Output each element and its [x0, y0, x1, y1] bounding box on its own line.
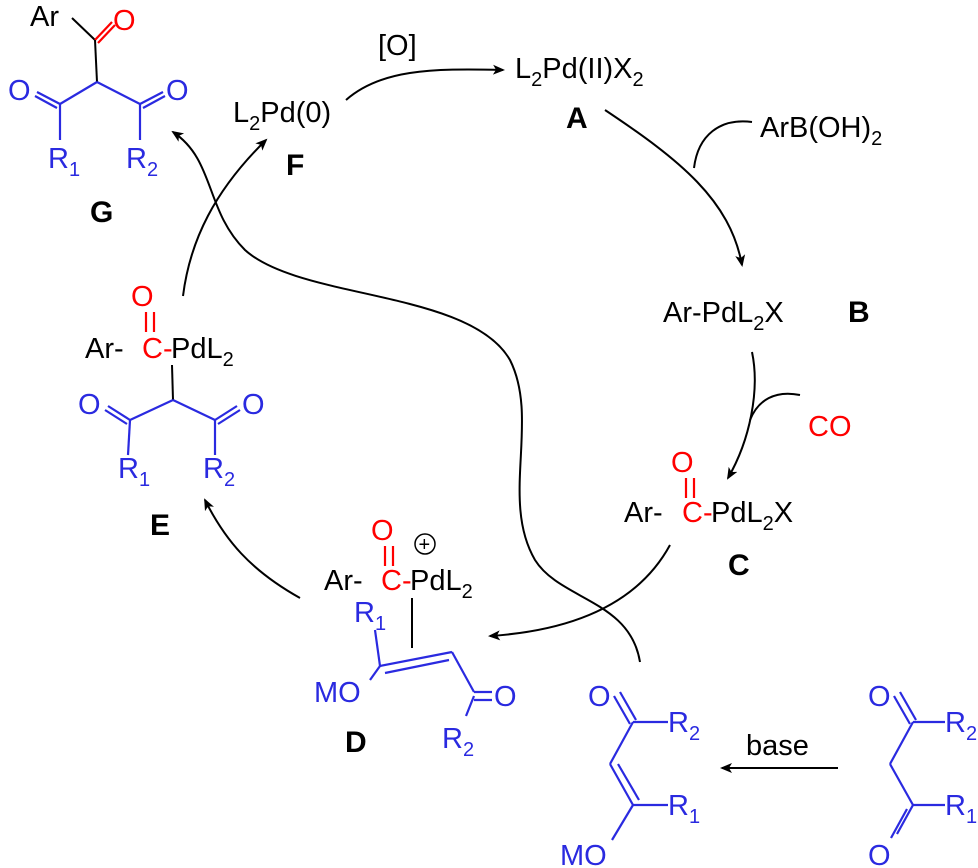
- arrow-boronic-in: [693, 120, 753, 169]
- G-co-double-bond: [94, 21, 113, 41]
- D-mo: MO: [314, 677, 361, 709]
- D-pd: PdL2: [410, 565, 473, 603]
- C-ar: Ar-: [624, 497, 663, 529]
- E-pd: PdL2: [171, 333, 234, 371]
- label-F: F: [286, 149, 304, 182]
- arrow-A-to-B: [604, 109, 746, 267]
- G-oxygen-left: O: [8, 75, 31, 107]
- species-F: L2Pd(0) F: [233, 97, 331, 182]
- G-ar-bond: [71, 17, 96, 41]
- E-oxygen-right: O: [242, 389, 265, 421]
- arrow-D-to-E: [204, 498, 301, 599]
- species-A: L2Pd(II)X2 A: [515, 53, 644, 135]
- A-formula: L2Pd(II)X2: [515, 53, 644, 91]
- E-r2: R2: [203, 453, 235, 491]
- charge-plus: +: [419, 534, 431, 556]
- arrow-B-to-C: [726, 351, 756, 480]
- E-carbon: C-: [142, 333, 173, 365]
- D-carbon: C-: [381, 565, 412, 597]
- arrow-co-in: [749, 392, 801, 421]
- base-label: base: [746, 730, 809, 762]
- arrow-E-to-F: [182, 138, 268, 297]
- enolate-mo: MO: [560, 840, 607, 868]
- D-r2: R2: [442, 723, 474, 761]
- arrow-C-to-D: [488, 544, 671, 641]
- label-G: G: [90, 196, 113, 229]
- compound-G: Ar O O O R1 R2 G: [8, 1, 189, 229]
- label-E: E: [150, 509, 170, 542]
- D-oxygen-ketone: O: [494, 681, 517, 713]
- species-D: Ar- C- PdL2 O + R1 MO O R2 D: [314, 515, 517, 761]
- C-carbon: C-: [682, 497, 713, 529]
- label-C: C: [728, 549, 750, 582]
- D-r1: R1: [354, 597, 386, 635]
- D-oxygen: O: [371, 515, 394, 547]
- dicarbonyl: O R2 R1 O: [868, 681, 977, 868]
- G-r1: R1: [48, 143, 80, 181]
- G-ketone-oxygen: O: [113, 5, 136, 37]
- G-r2: R2: [126, 143, 158, 181]
- E-ar: Ar-: [85, 333, 124, 365]
- C-oxygen: O: [671, 447, 694, 479]
- dicarbonyl-oxygen-bottom: O: [868, 840, 891, 868]
- dicarbonyl-r1: R1: [945, 790, 977, 828]
- species-E: Ar- C- PdL2 O O O R1 R2 E: [78, 281, 265, 542]
- E-r1: R1: [118, 453, 150, 491]
- dicarbonyl-r2: R2: [945, 707, 977, 745]
- cationic-charge-icon: [414, 533, 436, 555]
- enolate: O R2 R1 MO: [560, 681, 700, 868]
- label-D: D: [345, 726, 367, 759]
- E-oxygen-left: O: [78, 389, 101, 421]
- label-B: B: [848, 296, 870, 329]
- G-oxygen-right: O: [166, 75, 189, 107]
- co-label: CO: [808, 411, 852, 443]
- enolate-r1: R1: [668, 790, 700, 828]
- dicarbonyl-oxygen-top: O: [868, 681, 891, 713]
- C-pd: PdL2X: [711, 497, 793, 535]
- label-A: A: [566, 102, 588, 135]
- B-formula: Ar-PdL2X: [663, 297, 784, 335]
- species-C: Ar- C- PdL2X O C: [624, 447, 793, 582]
- oxidant-label: [O]: [378, 30, 417, 62]
- arrow-product-release: [171, 130, 641, 663]
- enolate-oxygen: O: [588, 681, 611, 713]
- boronic-acid-label: ArB(OH)2: [760, 112, 882, 150]
- G-ar-label: Ar: [30, 1, 59, 33]
- F-formula: L2Pd(0): [233, 97, 331, 135]
- enolate-r2: R2: [668, 707, 700, 745]
- species-B: Ar-PdL2X B: [663, 296, 870, 335]
- arrow-F-to-A: [345, 64, 505, 101]
- D-ar: Ar-: [324, 565, 363, 597]
- E-oxygen: O: [131, 281, 154, 313]
